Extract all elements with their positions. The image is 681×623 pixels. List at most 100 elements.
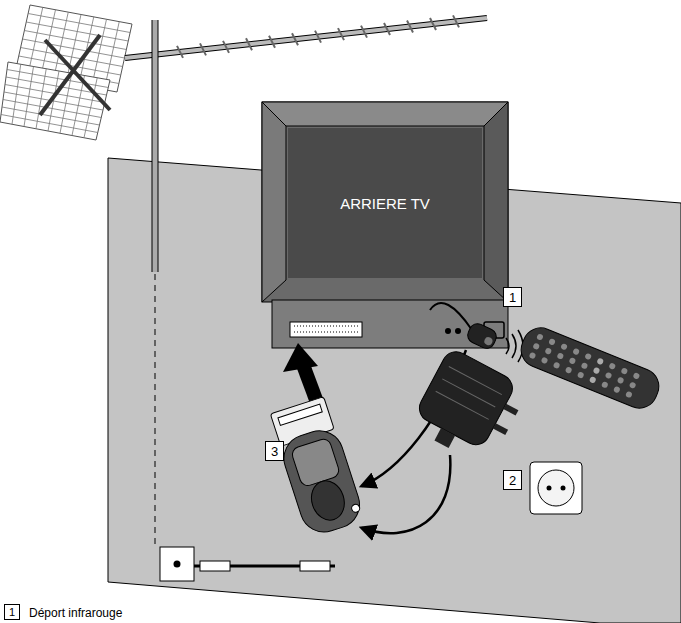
antenna-boom bbox=[125, 18, 487, 58]
socket-hole bbox=[174, 561, 181, 568]
antenna-element bbox=[361, 26, 367, 38]
panel-grid bbox=[3, 100, 101, 118]
antenna-element bbox=[453, 15, 459, 27]
remote-button bbox=[553, 361, 561, 369]
remote-button bbox=[568, 357, 576, 365]
remote-button bbox=[629, 381, 637, 389]
remote-button bbox=[577, 371, 585, 379]
tv-jack bbox=[455, 328, 461, 334]
antenna-mast-outline bbox=[152, 20, 159, 272]
key-description: Déport infrarouge bbox=[29, 605, 122, 621]
scart-adapter bbox=[268, 396, 365, 538]
remote-button bbox=[544, 347, 552, 355]
wall-outlet bbox=[530, 462, 582, 514]
remote-button bbox=[608, 362, 616, 370]
antenna-element bbox=[407, 21, 413, 33]
callout-number: 2 bbox=[503, 470, 522, 490]
ir-wave bbox=[512, 334, 516, 358]
scart-socket bbox=[290, 322, 362, 337]
remote-button bbox=[565, 366, 573, 374]
remote-button bbox=[605, 372, 613, 380]
adapter-pins bbox=[278, 404, 322, 425]
antenna-element bbox=[338, 28, 344, 40]
coax-plug bbox=[300, 561, 330, 571]
tv-bevel bbox=[262, 102, 508, 126]
callout-text: 2 bbox=[509, 473, 516, 488]
remote-button bbox=[556, 352, 564, 360]
adapter-panel bbox=[290, 437, 340, 487]
antenna-boom-outline bbox=[125, 18, 487, 58]
supply-prong bbox=[503, 404, 518, 416]
coax-plug bbox=[200, 561, 230, 571]
remote-button bbox=[532, 342, 540, 350]
remote-button bbox=[632, 372, 640, 380]
antenna-element bbox=[315, 31, 321, 43]
tv-jack bbox=[445, 328, 451, 334]
antenna-panel bbox=[0, 62, 110, 140]
antenna-panels bbox=[0, 5, 132, 140]
supply-cable-exit bbox=[434, 428, 455, 448]
supply-prong bbox=[493, 423, 508, 435]
scart-pins bbox=[294, 326, 358, 327]
panel-bracket bbox=[40, 35, 100, 115]
outlet-socket bbox=[538, 470, 574, 506]
remote-button bbox=[584, 353, 592, 361]
ir-receiver bbox=[465, 321, 499, 351]
power-to-adapter-arrow bbox=[362, 455, 450, 533]
antenna-element bbox=[223, 41, 229, 53]
callout-text: 1 bbox=[9, 606, 15, 618]
remote-button bbox=[581, 362, 589, 370]
tv-bevel bbox=[262, 102, 286, 302]
remote-button bbox=[548, 338, 556, 346]
antenna-element bbox=[384, 23, 390, 35]
insert-arrow-head bbox=[283, 343, 318, 372]
panel-grid bbox=[1, 115, 98, 133]
ir-cable bbox=[430, 303, 472, 330]
remote-button bbox=[572, 348, 580, 356]
power-supply bbox=[408, 347, 530, 469]
tv-back-panel: ARRIERE TV bbox=[288, 128, 482, 278]
remote-body bbox=[516, 322, 664, 413]
supply-body bbox=[415, 347, 518, 450]
remote-button bbox=[529, 352, 537, 360]
antenna-mast bbox=[153, 20, 158, 272]
panel-bracket bbox=[45, 40, 110, 110]
key-callout: 1Déport infrarouge bbox=[4, 604, 20, 620]
outlet-hole bbox=[547, 486, 552, 491]
supply-rib bbox=[442, 379, 495, 407]
outlet-hole bbox=[561, 486, 566, 491]
insert-arrow-shaft bbox=[302, 362, 318, 405]
adapter-jack bbox=[351, 503, 361, 513]
tv-bevel bbox=[484, 102, 508, 302]
callout-text: 1 bbox=[509, 290, 516, 305]
antenna-element bbox=[269, 36, 275, 48]
adapter-window bbox=[306, 476, 349, 524]
supply-rib bbox=[436, 391, 489, 419]
remote-buttons bbox=[529, 333, 641, 398]
panel-grid bbox=[2, 107, 100, 125]
tv-label: ARRIERE TV bbox=[340, 195, 430, 212]
remote-button bbox=[541, 357, 549, 365]
remote-button bbox=[593, 367, 601, 375]
antenna-element bbox=[430, 18, 436, 30]
hidden-cable bbox=[155, 274, 156, 546]
panel-grid bbox=[72, 76, 85, 136]
panel-grid bbox=[21, 48, 123, 67]
antenna-element bbox=[177, 46, 183, 58]
adapter-body bbox=[278, 425, 366, 539]
ir-lens bbox=[483, 336, 494, 347]
antenna-elements bbox=[177, 15, 459, 57]
remote-control bbox=[516, 322, 664, 413]
remote-button bbox=[536, 333, 544, 341]
callout-number: 1 bbox=[503, 287, 522, 307]
ir-wave bbox=[506, 338, 509, 354]
tv-body bbox=[262, 102, 508, 302]
remote-button bbox=[596, 357, 604, 365]
remote-button bbox=[617, 376, 625, 384]
remote-button bbox=[601, 381, 609, 389]
remote-button bbox=[625, 391, 633, 399]
remote-button bbox=[613, 386, 621, 394]
